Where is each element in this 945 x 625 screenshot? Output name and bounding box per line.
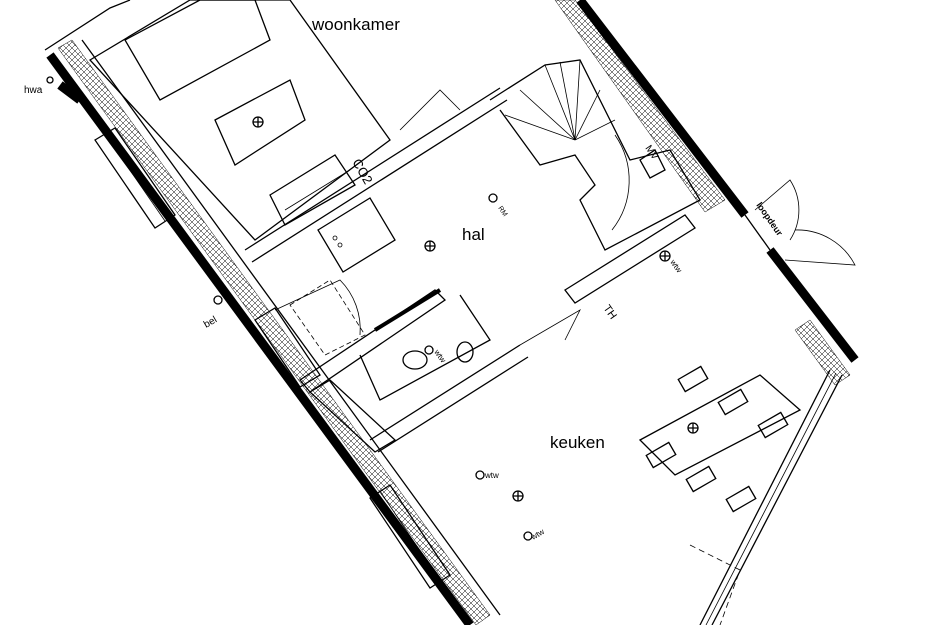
label-mv: MV <box>643 143 661 162</box>
label-rm: RM <box>496 205 508 218</box>
label-wtw-kitchen-2: wtw <box>529 527 546 542</box>
label-wtw-kitchen-1: wtw <box>484 471 499 480</box>
window-left-1 <box>94 127 176 229</box>
label-bel: bel <box>202 314 219 330</box>
sensor-points <box>46 76 533 541</box>
closet <box>289 279 366 356</box>
front-door <box>254 279 361 388</box>
dining-table <box>638 365 802 513</box>
side-door <box>754 179 856 266</box>
window-left-2 <box>369 484 451 589</box>
room-label-hal: hal <box>462 225 485 244</box>
outer-wall-right <box>554 0 859 625</box>
room-label-keuken: keuken <box>550 433 605 452</box>
label-loopdeur: loopdeur <box>754 200 785 238</box>
label-wtw-hall: wtw <box>668 257 684 274</box>
staircase <box>489 59 701 251</box>
toilet-fixtures <box>402 341 474 370</box>
wall-hall-kitchen <box>369 214 696 453</box>
wall-toilet <box>299 288 491 453</box>
label-wtw-toilet: wtw <box>432 347 448 364</box>
label-hwa: hwa <box>24 85 43 96</box>
meter-cupboard <box>317 197 396 273</box>
label-th: TH <box>601 303 619 322</box>
light-points <box>213 116 699 502</box>
living-furniture <box>88 0 391 241</box>
kitchen-counter <box>689 544 741 625</box>
outer-wall-left <box>44 0 501 625</box>
room-label-woonkamer: woonkamer <box>311 15 400 34</box>
